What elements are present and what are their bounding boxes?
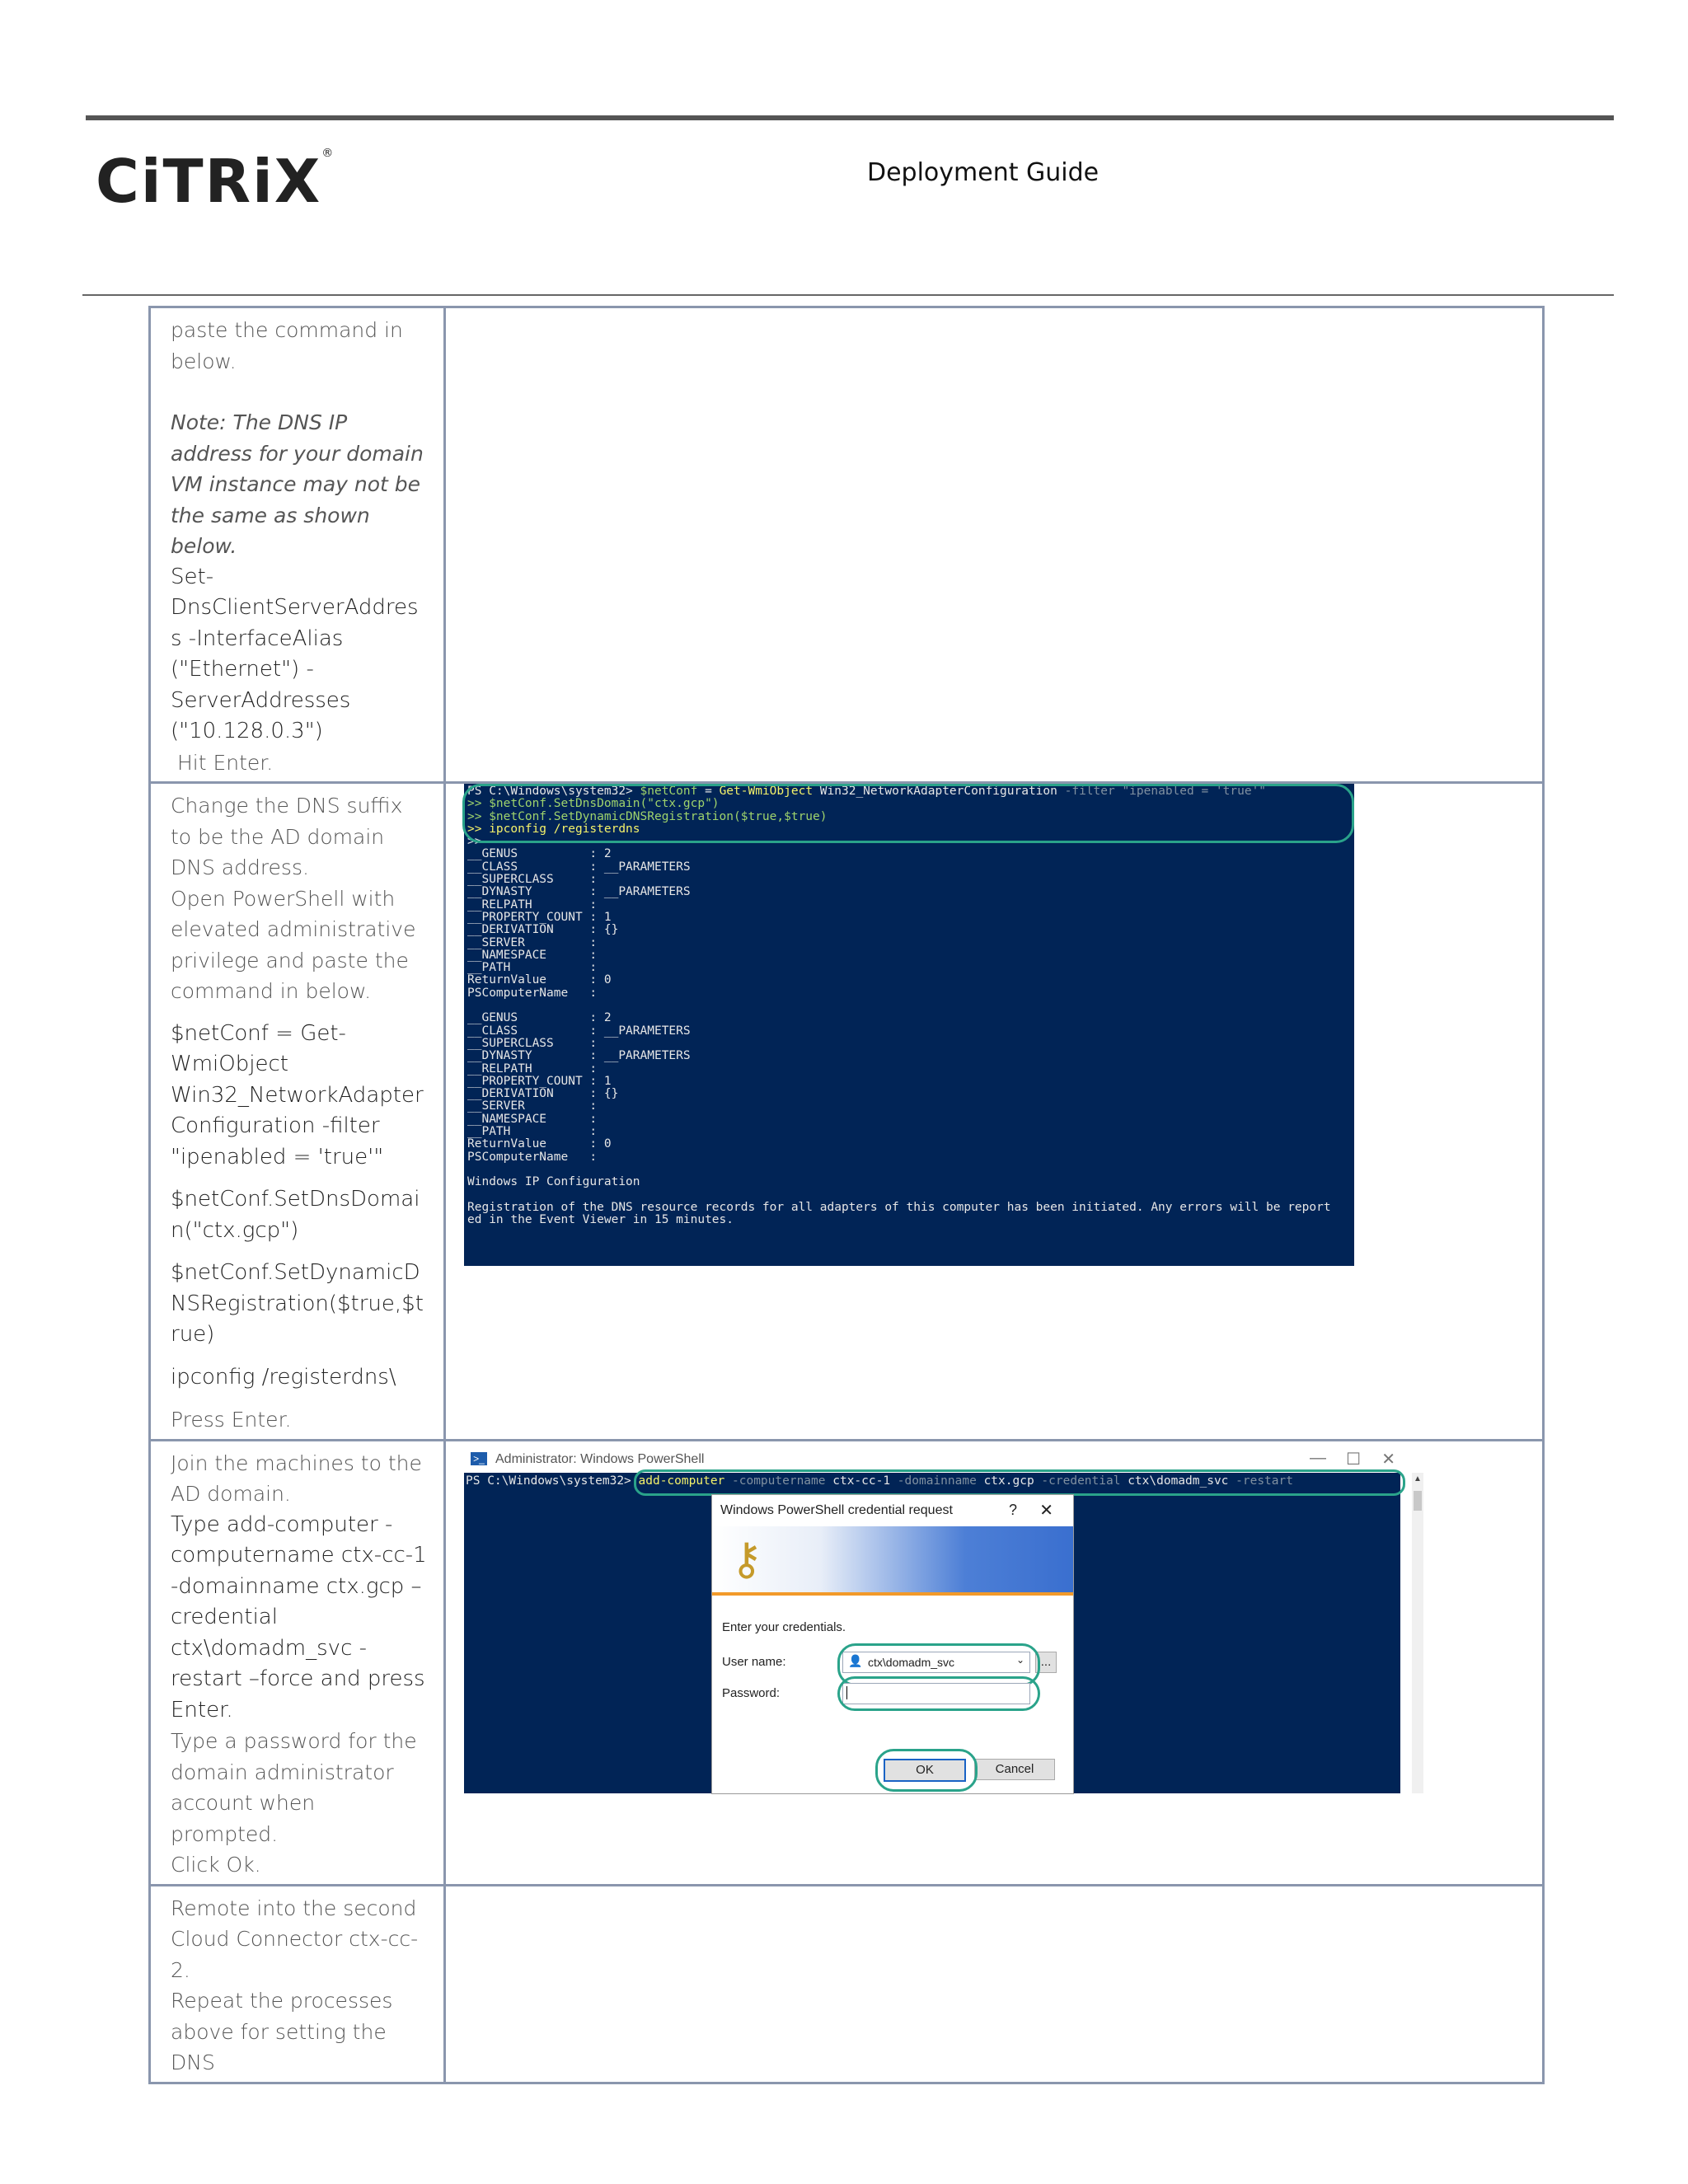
user-name-value: ctx\domadm_svc — [868, 1655, 955, 1669]
command-text: Set-DnsClientServerAddress -InterfaceAli… — [171, 564, 419, 744]
document-title: Deployment Guide — [867, 158, 1100, 187]
step-text: paste the command in below. Note: The DN… — [148, 306, 446, 784]
step-row-join-domain: Join the machines to the AD domain. Type… — [148, 1438, 1545, 1886]
scroll-thumb[interactable] — [1414, 1490, 1422, 1511]
dialog-banner: ⚷ — [712, 1526, 1073, 1596]
hit-enter-text: Hit Enter. — [176, 750, 274, 775]
maximize-icon[interactable]: ☐ — [1346, 1450, 1361, 1469]
powershell-window-screenshot: >_ Administrator: Windows PowerShell — ☐… — [464, 1447, 1423, 1794]
command-text: $netConf.SetDnsDomain("ctx.gcp") — [171, 1187, 420, 1243]
step-row-dns-server: paste the command in below. Note: The DN… — [148, 306, 1545, 784]
window-titlebar: >_ Administrator: Windows PowerShell — ☐… — [464, 1447, 1412, 1473]
press-enter-text: Press Enter. — [171, 1408, 292, 1432]
command-highlight-oval — [462, 784, 1354, 843]
credentials-prompt: Enter your credentials. — [722, 1619, 846, 1634]
step-image: >_ Administrator: Windows PowerShell — ☐… — [443, 1438, 1545, 1886]
dialog-title: Windows PowerShell credential request — [720, 1502, 953, 1517]
user-name-label: User name: — [722, 1654, 786, 1669]
step-row-second-connector: Remote into the second Cloud Connector c… — [148, 1883, 1545, 2084]
command-text: $netConf = Get-WmiObject Win32_NetworkAd… — [171, 1020, 424, 1169]
powershell-console-screenshot: PS C:\Windows\system32> $netConf = Get-W… — [462, 784, 1354, 1266]
command-text: $netConf.SetDynamicDNSRegistration($true… — [171, 1260, 424, 1347]
ok-highlight-oval — [875, 1748, 978, 1792]
password-highlight-oval — [837, 1675, 1040, 1711]
console-scrollbar[interactable]: ▲ — [1412, 1472, 1423, 1793]
ok-button[interactable]: OK — [884, 1758, 966, 1782]
steps-table: paste the command in below. Note: The DN… — [148, 306, 1545, 2084]
header-top-rule — [86, 115, 1614, 120]
dialog-close-icon[interactable]: ✕ — [1039, 1501, 1053, 1520]
step-image-empty — [443, 1883, 1545, 2084]
command-text: Type add-computer -computername ctx-cc-1… — [171, 1511, 427, 1722]
powershell-icon: >_ — [471, 1451, 487, 1465]
command-highlight-oval — [634, 1469, 1405, 1496]
keys-icon: ⚷ — [730, 1534, 763, 1584]
cancel-button[interactable]: Cancel — [974, 1758, 1055, 1780]
scroll-up-icon[interactable]: ▲ — [1414, 1474, 1422, 1483]
step-image-empty — [443, 306, 1545, 784]
password-field[interactable] — [842, 1682, 1030, 1704]
step-text: Remote into the second Cloud Connector c… — [148, 1883, 446, 2084]
header-bottom-rule — [82, 294, 1614, 296]
command-text: ipconfig /registerdns\ — [171, 1364, 396, 1390]
step-text: Change the DNS suffix to be the AD domai… — [148, 781, 446, 1441]
minimize-icon[interactable]: — — [1310, 1448, 1326, 1467]
chevron-down-icon[interactable]: ⌄ — [1015, 1653, 1025, 1666]
help-icon[interactable]: ? — [1008, 1501, 1017, 1518]
step-text: Join the machines to the AD domain. Type… — [148, 1438, 446, 1886]
close-icon[interactable]: ✕ — [1381, 1450, 1395, 1469]
citrix-logo: CiTRiX® — [96, 147, 335, 216]
note-text: Note: The DNS IP address for your domain… — [171, 410, 424, 558]
step-row-dns-suffix: Change the DNS suffix to be the AD domai… — [148, 781, 1545, 1441]
window-title: Administrator: Windows PowerShell — [495, 1451, 705, 1466]
password-label: Password: — [722, 1685, 781, 1700]
credential-dialog: Windows PowerShell credential request ? … — [711, 1493, 1074, 1794]
step-image: PS C:\Windows\system32> $netConf = Get-W… — [443, 781, 1545, 1441]
dialog-header: Windows PowerShell credential request ? … — [712, 1495, 1073, 1526]
